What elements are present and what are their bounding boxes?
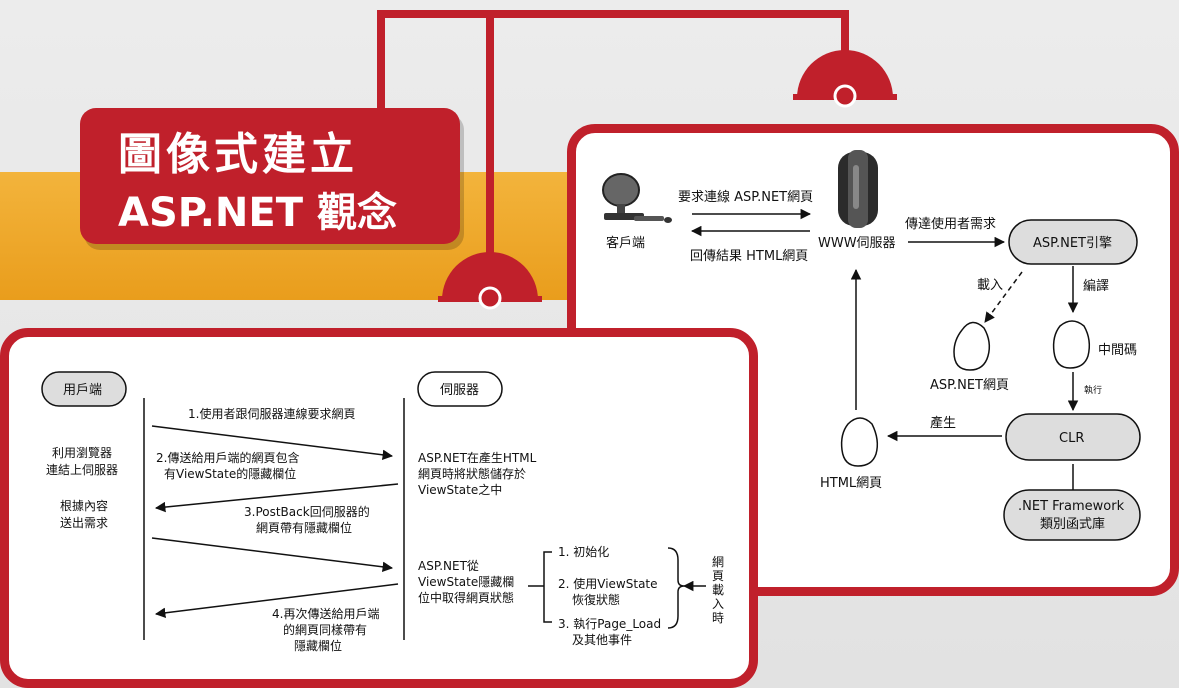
step-2b: 恢復狀態 (572, 592, 620, 607)
step-2a: 2. 使用ViewState (558, 576, 658, 591)
msg-3a: 3.PostBack回伺服器的 (244, 504, 370, 519)
framework-label-1: .NET Framework (1018, 499, 1125, 514)
left-note-1a: 利用瀏覽器 (52, 445, 112, 460)
msg-4c: 隱藏欄位 (294, 638, 342, 653)
server-label: WWW伺服器 (818, 236, 896, 251)
left-note-1b: 連結上伺服器 (46, 463, 118, 477)
left-note-2b: 送出需求 (60, 515, 108, 530)
server-note-1c: ViewState之中 (418, 482, 502, 497)
msg-4-arrow (154, 583, 399, 619)
generate-label: 產生 (930, 415, 956, 431)
title-line-2: ASP.NET 觀念 (118, 190, 397, 236)
framework-node (1003, 489, 1141, 541)
server-note-2b: ViewState隱藏欄 (418, 574, 514, 589)
intermediate-label: 中間碼 (1098, 343, 1137, 358)
server-icon (838, 150, 878, 228)
lamp-icon-middle (438, 252, 542, 310)
computer-icon (602, 173, 672, 223)
server-note-2a: ASP.NET從 (418, 559, 479, 573)
left-note-2a: 根據內容 (60, 498, 108, 513)
server-header-node (417, 371, 503, 407)
user-header: 用戶端 (63, 383, 102, 398)
clr-node (1005, 413, 1141, 461)
msg-2b: 有ViewState的隱藏欄位 (164, 466, 296, 481)
server-note-2c: 位中取得網頁狀態 (418, 590, 514, 605)
forward-label: 傳達使用者需求 (905, 216, 996, 232)
server-header: 伺服器 (440, 383, 479, 398)
load-time-char-2: 頁 (712, 569, 724, 583)
clr-label: CLR (1059, 431, 1084, 446)
intermediate-code-icon (1052, 320, 1091, 369)
msg-2a: 2.傳送給用戶端的網頁包含 (156, 450, 299, 465)
load-time-char-3: 載 (712, 583, 724, 597)
engine-label: ASP.NET引擎 (1033, 236, 1112, 251)
steps-bracket (543, 551, 552, 623)
step-1: 1. 初始化 (558, 545, 609, 559)
msg-4b: 的網頁同樣帶有 (283, 622, 367, 637)
load-time-char-4: 入 (712, 597, 724, 611)
msg-4a: 4.再次傳送給用戶端 (272, 606, 379, 621)
engine-node (1008, 219, 1138, 265)
msg-3-arrow (151, 537, 394, 573)
load-time-char-1: 網 (712, 555, 724, 569)
step-3a: 3. 執行Page_Load (558, 617, 661, 631)
step-3b: 及其他事件 (572, 633, 632, 647)
execute-label: 執行 (1084, 384, 1102, 396)
title-line-1: 圖像式建立 (118, 129, 358, 180)
msg-1: 1.使用者跟伺服器連線要求網頁 (188, 406, 355, 421)
html-page-icon (840, 417, 879, 467)
msg-1-arrow (151, 425, 394, 461)
load-label: 載入 (977, 278, 1003, 293)
response-label: 回傳結果 HTML網頁 (690, 249, 808, 264)
request-label: 要求連線 ASP.NET網頁 (678, 189, 813, 205)
client-label: 客戶端 (606, 235, 645, 251)
server-note-1a: ASP.NET在產生HTML (418, 450, 537, 465)
msg-3b: 網頁帶有隱藏欄位 (256, 520, 352, 535)
title-box (80, 108, 460, 244)
user-header-node (41, 371, 127, 407)
framework-label-2: 類別函式庫 (1040, 517, 1105, 532)
aspnet-page-icon (953, 321, 991, 371)
html-page-label: HTML網頁 (820, 476, 882, 491)
lamp-icon-top (793, 50, 897, 108)
msg-2-arrow (154, 483, 399, 513)
load-time-char-5: 時 (712, 611, 724, 625)
load-arrow (984, 271, 1023, 323)
compile-label: 編譯 (1083, 278, 1109, 294)
aspnet-page-label: ASP.NET網頁 (930, 378, 1009, 393)
server-note-1b: 網頁時將狀態儲存於 (418, 466, 526, 481)
right-brace (667, 547, 685, 629)
